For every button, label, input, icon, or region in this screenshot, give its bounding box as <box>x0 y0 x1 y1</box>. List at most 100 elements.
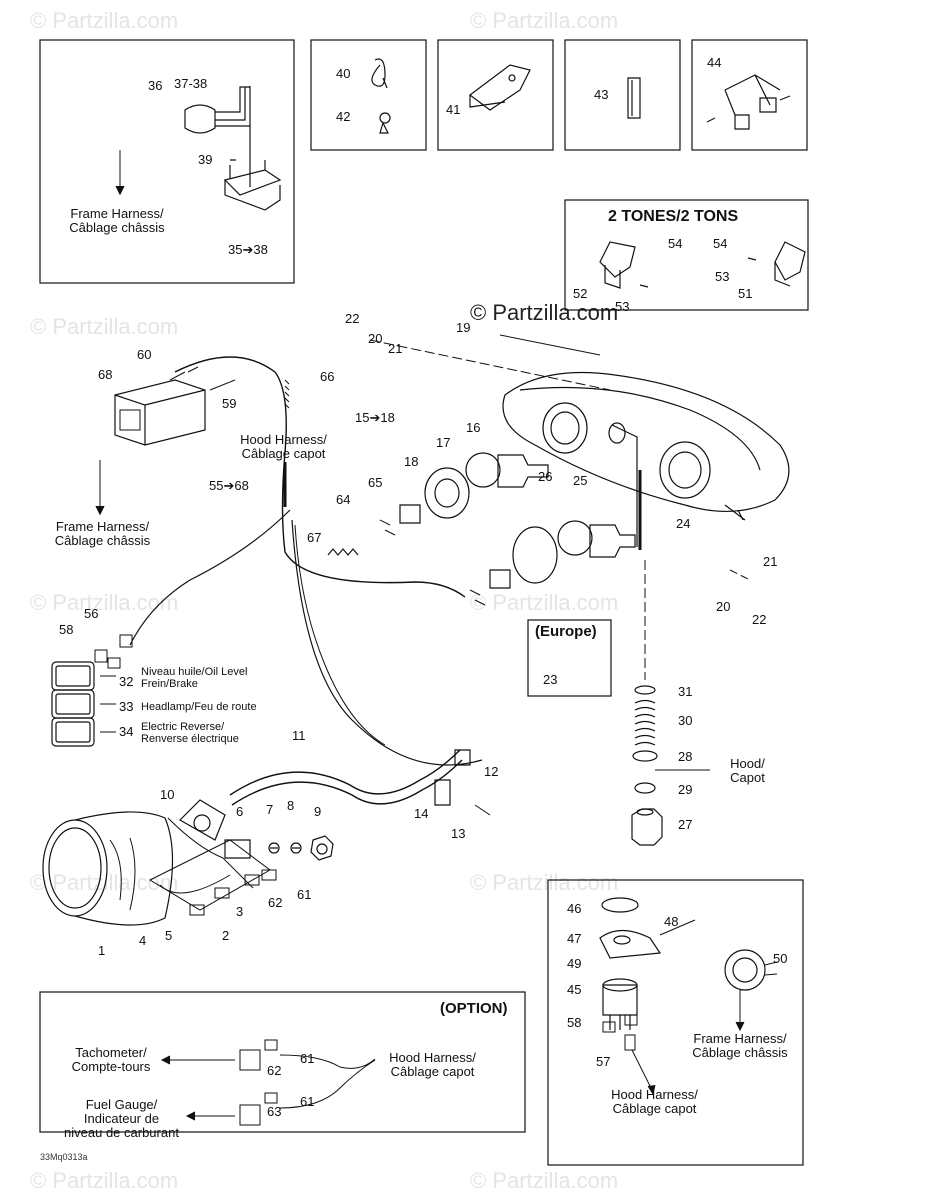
callout-50: 50 <box>773 951 788 966</box>
callout-61a: 61 <box>300 1051 315 1066</box>
callout-42: 42 <box>336 109 351 124</box>
callout-57: 57 <box>596 1054 611 1069</box>
callout-48: 48 <box>664 914 679 929</box>
callout-64: 64 <box>336 492 351 507</box>
callout-54b: 54 <box>713 236 728 251</box>
callout-11: 11 <box>292 728 306 743</box>
callout-31: 31 <box>678 684 693 699</box>
callout-13: 13 <box>451 826 466 841</box>
callout-15-18: 15➔18 <box>355 410 395 425</box>
callout-55-68: 55➔68 <box>209 478 249 493</box>
hood-harness-label: Hood Harness/Câblage capot <box>240 432 327 461</box>
callout-63: 63 <box>267 1104 282 1119</box>
option-hood-harness-label: Hood Harness/Câblage capot <box>389 1050 476 1079</box>
callout-65: 65 <box>368 475 383 490</box>
callout-37-38: 37-38 <box>174 76 208 91</box>
watermark: © Partzilla.com <box>470 870 619 895</box>
gauge-hood-harness-label: Hood Harness/Câblage capot <box>611 1087 698 1116</box>
hood-label: Hood/Capot <box>730 756 765 785</box>
callout-22b: 22 <box>752 612 767 627</box>
switch-34-text: Electric Reverse/Renverse électrique <box>141 721 239 745</box>
callout-35-38: 35➔38 <box>228 242 268 257</box>
callout-4: 4 <box>139 933 147 948</box>
callout-41: 41 <box>446 102 461 117</box>
callout-68: 68 <box>98 367 113 382</box>
callout-24: 24 <box>676 516 691 531</box>
callout-10: 10 <box>160 787 175 802</box>
callout-49: 49 <box>567 956 582 971</box>
callout-43: 43 <box>594 87 609 102</box>
callout-36: 36 <box>148 78 163 93</box>
watermark: © Partzilla.com <box>30 1168 179 1193</box>
callout-56: 56 <box>84 606 99 621</box>
callout-28: 28 <box>678 749 693 764</box>
callout-40: 40 <box>336 66 351 81</box>
callout-67: 67 <box>307 530 322 545</box>
callout-20b: 20 <box>716 599 731 614</box>
watermark: © Partzilla.com <box>470 8 619 33</box>
callout-32: 32 <box>119 674 134 689</box>
callout-30: 30 <box>678 713 693 728</box>
figure-code: 33Mq0313a <box>40 1152 88 1162</box>
callout-45: 45 <box>567 982 582 997</box>
callout-7: 7 <box>266 802 274 817</box>
gauge-frame-harness-label: Frame Harness/Câblage châssis <box>692 1031 788 1060</box>
watermark: © Partzilla.com <box>470 1168 619 1193</box>
callout-12: 12 <box>484 764 499 779</box>
callout-23: 23 <box>543 672 558 687</box>
callout-14: 14 <box>414 806 429 821</box>
callout-21b: 21 <box>763 554 778 569</box>
callout-39: 39 <box>198 152 213 167</box>
watermark: © Partzilla.com <box>30 314 179 339</box>
callout-21: 21 <box>388 341 403 356</box>
callout-60: 60 <box>137 347 152 362</box>
europe-title: (Europe) <box>535 623 597 640</box>
callout-25: 25 <box>573 473 588 488</box>
callout-5: 5 <box>165 928 173 943</box>
callout-62a: 62 <box>267 1063 282 1078</box>
two-tones-title: 2 TONES/2 TONS <box>608 208 739 225</box>
callout-58: 58 <box>59 622 74 637</box>
callout-1: 1 <box>98 943 106 958</box>
callout-17: 17 <box>436 435 451 450</box>
callout-58b: 58 <box>567 1015 582 1030</box>
callout-19: 19 <box>456 320 471 335</box>
callout-8: 8 <box>287 798 295 813</box>
callout-53b: 53 <box>715 269 730 284</box>
callout-20: 20 <box>368 331 383 346</box>
center-watermark: © Partzilla.com <box>470 300 619 325</box>
callout-26: 26 <box>538 469 553 484</box>
callout-62: 62 <box>268 895 283 910</box>
callout-29: 29 <box>678 782 693 797</box>
callout-2: 2 <box>222 928 230 943</box>
callout-53: 53 <box>615 299 630 314</box>
tachometer-label: Tachometer/Compte-tours <box>71 1045 151 1074</box>
option-title: (OPTION) <box>440 1000 508 1017</box>
callout-27: 27 <box>678 817 693 832</box>
callout-16: 16 <box>466 420 481 435</box>
callout-47: 47 <box>567 931 582 946</box>
callout-18: 18 <box>404 454 419 469</box>
callout-61: 61 <box>297 887 312 902</box>
callout-44: 44 <box>707 55 722 70</box>
callout-6: 6 <box>236 804 244 819</box>
callout-46: 46 <box>567 901 582 916</box>
callout-22: 22 <box>345 311 360 326</box>
callout-51: 51 <box>738 286 753 301</box>
callout-66: 66 <box>320 369 335 384</box>
callout-3: 3 <box>236 904 244 919</box>
callout-33: 33 <box>119 699 134 714</box>
callout-52: 52 <box>573 286 588 301</box>
watermark: © Partzilla.com <box>30 8 179 33</box>
frame-harness-label: Frame Harness/Câblage châssis <box>69 206 165 235</box>
switch-33-text: Headlamp/Feu de route <box>141 701 257 713</box>
frame-harness-label-main: Frame Harness/Câblage châssis <box>54 519 151 548</box>
callout-34: 34 <box>119 724 134 739</box>
callout-59: 59 <box>222 396 237 411</box>
callout-61b: 61 <box>300 1094 315 1109</box>
callout-54: 54 <box>668 236 683 251</box>
callout-9: 9 <box>314 804 322 819</box>
